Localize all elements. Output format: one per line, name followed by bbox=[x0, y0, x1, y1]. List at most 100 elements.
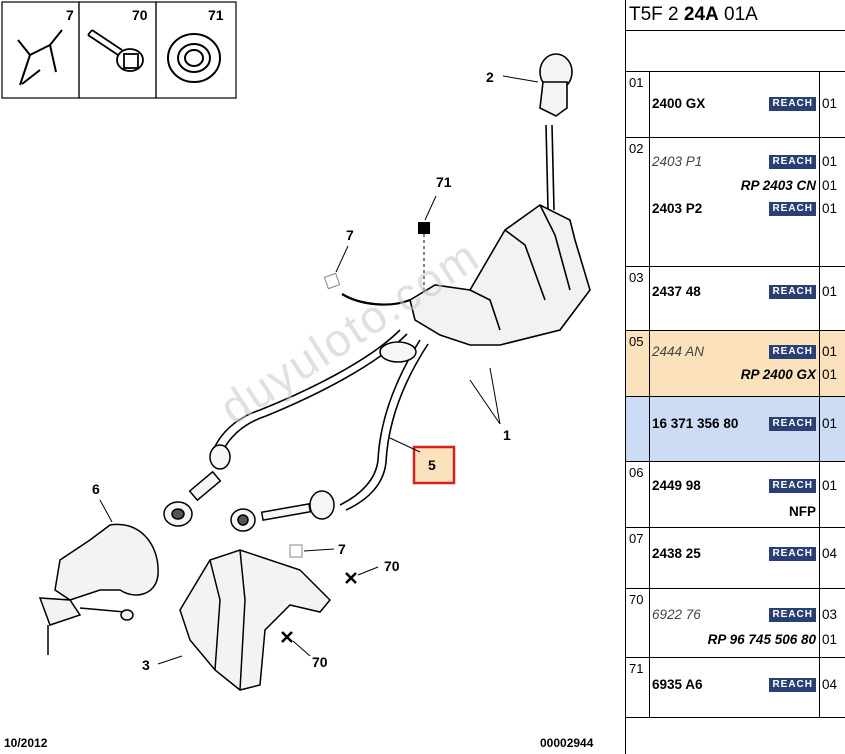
grommet-part-icon bbox=[167, 33, 221, 83]
part-line: 6922 76 REACH 03 bbox=[652, 607, 845, 625]
marker-7-top bbox=[323, 272, 341, 290]
part-number[interactable]: 2403 P1 bbox=[652, 154, 703, 169]
row-number: 70 bbox=[626, 589, 650, 657]
panel-spacer bbox=[626, 31, 845, 72]
quantity: 01 bbox=[822, 201, 838, 216]
part-number[interactable]: 16 371 356 80 bbox=[652, 416, 739, 431]
row-number: 01 bbox=[626, 72, 650, 137]
part-line: 6935 A6 REACH 04 bbox=[652, 677, 845, 695]
callout-7-top: 7 bbox=[346, 227, 354, 243]
quantity: 01 bbox=[822, 632, 838, 647]
reach-badge: REACH bbox=[769, 345, 816, 359]
footer-date: 10/2012 bbox=[4, 736, 48, 750]
quantity-column bbox=[819, 589, 845, 657]
row-number: 71 bbox=[626, 658, 650, 717]
code-prefix: T5F 2 bbox=[629, 4, 679, 25]
callout-70-upper: 70 bbox=[384, 558, 400, 574]
gear-cables-part bbox=[209, 329, 429, 511]
callout-7-lower: 7 bbox=[338, 541, 346, 557]
part-number[interactable]: 2437 48 bbox=[652, 284, 701, 299]
part-line: 2437 48 REACH 01 bbox=[652, 284, 845, 302]
part-number[interactable]: 2403 P2 bbox=[652, 201, 703, 216]
part-line: 2400 GX REACH 01 bbox=[652, 96, 845, 114]
selected-callout-box[interactable] bbox=[412, 445, 456, 485]
bolt-part-icon bbox=[87, 29, 144, 72]
row-number: 07 bbox=[626, 528, 650, 588]
reach-badge: REACH bbox=[769, 608, 816, 622]
callout-70-lower: 70 bbox=[312, 654, 328, 670]
bolt-marker-crosses bbox=[281, 572, 357, 643]
clip-part-icon bbox=[17, 29, 63, 86]
quantity: 01 bbox=[822, 284, 838, 299]
quantity-column bbox=[819, 72, 845, 137]
inset-label-71: 71 bbox=[208, 7, 224, 23]
quantity: 01 bbox=[822, 478, 838, 493]
part-number[interactable]: 2444 AN bbox=[652, 344, 705, 359]
reach-badge: REACH bbox=[769, 97, 816, 111]
row-number bbox=[626, 397, 650, 461]
marker-71 bbox=[418, 222, 430, 234]
part-note: NFP bbox=[789, 504, 816, 519]
shifter-housing-part bbox=[409, 204, 591, 346]
quantity-column bbox=[819, 397, 845, 461]
reach-badge: REACH bbox=[769, 285, 816, 299]
part-number[interactable]: 6922 76 bbox=[652, 607, 701, 622]
quantity: 03 bbox=[822, 607, 838, 622]
quantity: 01 bbox=[822, 367, 838, 382]
row-number: 05 bbox=[626, 331, 650, 396]
quantity-column bbox=[819, 462, 845, 527]
part-line: NFP bbox=[652, 504, 845, 522]
inset-label-70: 70 bbox=[132, 7, 148, 23]
callout-6: 6 bbox=[92, 481, 100, 497]
row-number: 06 bbox=[626, 462, 650, 527]
replacement-part-number[interactable]: RP 96 745 506 80 bbox=[707, 632, 816, 647]
callout-71: 71 bbox=[436, 174, 452, 190]
replacement-part-number[interactable]: RP 2400 GX bbox=[740, 367, 816, 382]
exploded-parts-diagram: 7 70 71 2 1 5 71 7 bbox=[1, 1, 594, 750]
part-number[interactable]: 6935 A6 bbox=[652, 677, 703, 692]
quantity: 04 bbox=[822, 677, 838, 692]
callout-2: 2 bbox=[486, 69, 494, 85]
code-suffix: 01A bbox=[724, 4, 758, 25]
quantity: 01 bbox=[822, 178, 838, 193]
inset-panel bbox=[1, 1, 237, 99]
part-line: RP 2400 GX 01 bbox=[652, 367, 845, 385]
quantity: 01 bbox=[822, 96, 838, 111]
part-number[interactable]: 2438 25 bbox=[652, 546, 701, 561]
row-number: 02 bbox=[626, 138, 650, 266]
quantity-column bbox=[819, 528, 845, 588]
callout-3: 3 bbox=[142, 657, 150, 673]
panel-header: T5F 2 24A 01A bbox=[626, 0, 845, 31]
callout-5: 5 bbox=[428, 457, 436, 473]
code-bold: 24A bbox=[683, 4, 719, 25]
reach-badge: REACH bbox=[769, 678, 816, 692]
quantity-column bbox=[819, 331, 845, 396]
part-number[interactable]: 2400 GX bbox=[652, 96, 706, 111]
inset-label-7: 7 bbox=[66, 7, 74, 23]
quantity: 01 bbox=[822, 344, 838, 359]
part-line: RP 96 745 506 80 01 bbox=[652, 632, 845, 650]
footer-doc-number: 00002944 bbox=[540, 736, 594, 750]
quantity: 01 bbox=[822, 154, 838, 169]
row-number: 03 bbox=[626, 267, 650, 330]
replacement-part-number[interactable]: RP 2403 CN bbox=[740, 178, 816, 193]
quantity-column bbox=[819, 138, 845, 266]
part-number[interactable]: 2449 98 bbox=[652, 478, 701, 493]
quantity: 01 bbox=[822, 416, 838, 431]
reach-badge: REACH bbox=[769, 202, 816, 216]
quantity-column bbox=[819, 267, 845, 330]
